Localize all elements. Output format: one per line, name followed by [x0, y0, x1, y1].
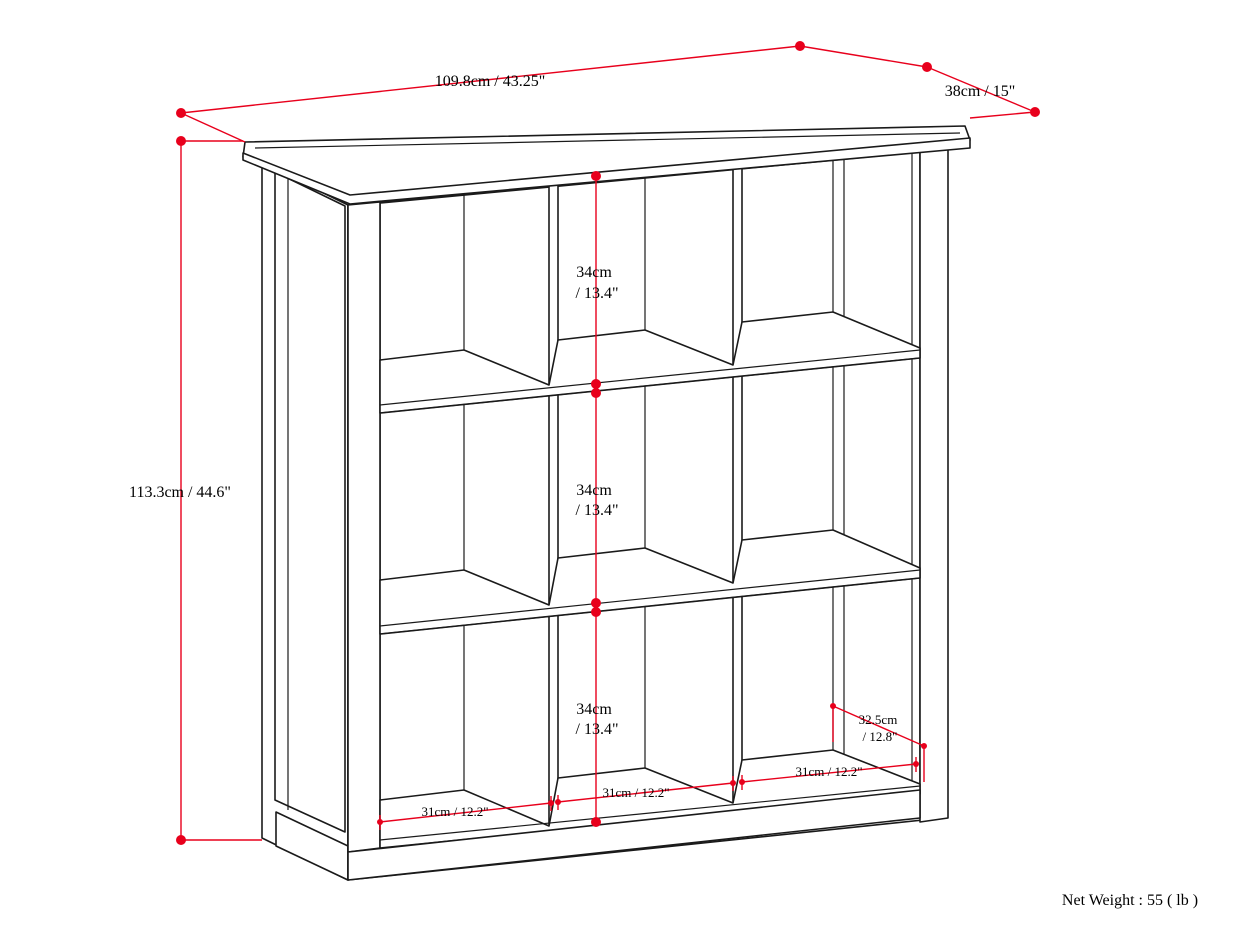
cube-height-top-label-line1: 34cm [576, 264, 612, 281]
cube-width-left-end-dot [548, 800, 554, 806]
cube-width-center-end-dot [730, 780, 736, 786]
width-label: 109.8cm / 43.25" [435, 73, 546, 90]
cube-height-mid-label-line1: 34cm [576, 482, 612, 499]
left-side-panel-inset [274, 171, 346, 833]
dimension-lines [176, 41, 1040, 845]
cube-depth-start-dot [830, 703, 836, 709]
cube-width-left-label: 31cm / 12.2" [421, 804, 488, 819]
cube-mid-start-dot [591, 388, 601, 398]
top-panel-edge [242, 137, 971, 205]
divider-right [732, 164, 743, 809]
cube-height-bottom-label-line1: 34cm [576, 701, 612, 718]
cube-depth-label-line1: 32.5cm [859, 712, 898, 727]
cube-width-right-end-dot [913, 761, 919, 767]
bookcase-drawing [242, 125, 971, 881]
net-weight-label: Net Weight : 55 ( lb ) [1062, 892, 1198, 909]
cube-width-right-start-dot [739, 779, 745, 785]
height-label: 113.3cm / 44.6" [129, 484, 231, 501]
depth-start-dot [922, 62, 932, 72]
cube-depth-label-line2: / 12.8" [863, 729, 898, 744]
dimension-labels: 109.8cm / 43.25" 38cm / 15" 113.3cm / 44… [129, 73, 1198, 909]
height-bottom-dot [176, 835, 186, 845]
cube-width-center-label: 31cm / 12.2" [602, 785, 669, 800]
cube-height-top-label-line2: / 13.4" [576, 285, 619, 302]
depth-label: 38cm / 15" [945, 83, 1016, 100]
divider-left [548, 182, 559, 828]
cube-width-right-label: 31cm / 12.2" [795, 764, 862, 779]
cube-mid-end-dot [591, 598, 601, 608]
back-panel [379, 151, 921, 849]
cube-top-end-dot [591, 379, 601, 389]
base-kick-front [347, 789, 921, 881]
cube-bottom-end-dot [591, 817, 601, 827]
depth-end-dot [1030, 107, 1040, 117]
right-post [919, 147, 949, 823]
cube-bottom-start-dot [591, 607, 601, 617]
cube-depth-end-dot [921, 743, 927, 749]
height-top-dot [176, 136, 186, 146]
cube-height-bottom-label-line2: / 13.4" [576, 721, 619, 738]
cube-width-center-start-dot [555, 799, 561, 805]
cube-height-mid-label-line2: / 13.4" [576, 502, 619, 519]
front-left-stile [347, 201, 381, 853]
width-start-dot [176, 108, 186, 118]
cube-top-start-dot [591, 171, 601, 181]
cube-width-left-start-dot [377, 819, 383, 825]
